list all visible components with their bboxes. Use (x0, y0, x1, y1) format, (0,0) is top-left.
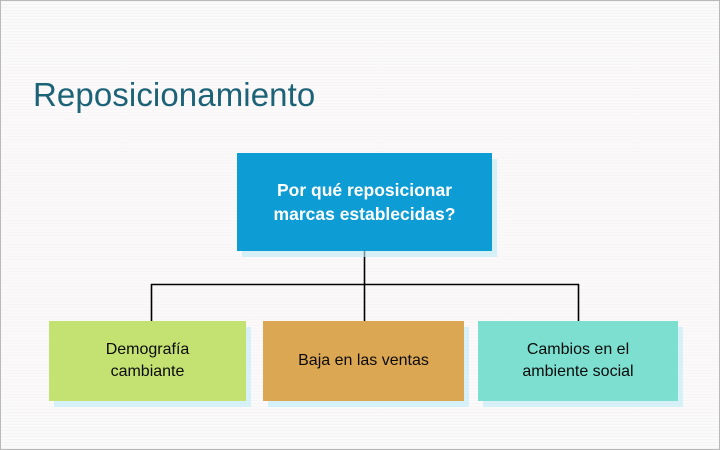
node-demografia-label: Demografía cambiante (105, 341, 190, 380)
node-demografia-cambiante[interactable]: Demografía cambiante (49, 321, 246, 401)
node-ventas-label: Baja en las ventas (298, 352, 429, 369)
node-cambios-ambiente-social[interactable]: Cambios en el ambiente social (478, 321, 678, 401)
node-ambiente-label: Cambios en el ambiente social (522, 341, 634, 380)
node-root-question[interactable]: Por qué reposicionar marcas establecidas… (237, 153, 492, 251)
page-title: Reposicionamiento (33, 76, 316, 113)
node-root-label: Por qué reposicionar marcas establecidas… (273, 180, 456, 224)
node-baja-en-las-ventas[interactable]: Baja en las ventas (263, 321, 464, 401)
